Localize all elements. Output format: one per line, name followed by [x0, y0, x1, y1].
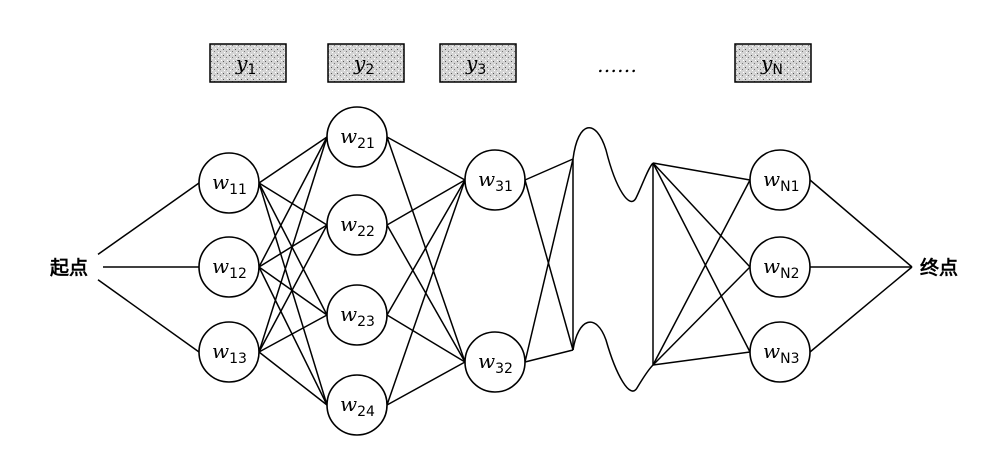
edge [258, 314, 328, 353]
node-wN1: wN1 [749, 149, 811, 211]
output-box-y3: y3 [439, 43, 517, 83]
node-circle [749, 321, 811, 383]
edge-break [524, 349, 574, 363]
node-label: w12 [212, 254, 247, 282]
node-label: w31 [478, 167, 513, 195]
node-circle [326, 284, 388, 346]
node-w23: w23 [326, 284, 388, 346]
edge [386, 361, 466, 406]
edge-break [524, 179, 574, 351]
edge [258, 266, 328, 316]
edge-break [652, 162, 751, 268]
edge [386, 314, 466, 363]
node-circle [464, 149, 526, 211]
edge-break [652, 266, 751, 366]
node-circle [326, 194, 388, 256]
edge-break [652, 351, 751, 366]
node-label: w24 [340, 392, 375, 420]
output-label: y2 [353, 51, 374, 78]
node-label: w32 [478, 349, 513, 377]
node-wN3: wN3 [749, 321, 811, 383]
node-label: w11 [212, 170, 247, 198]
edge-break [652, 162, 751, 353]
edge-start [97, 182, 200, 256]
edge [258, 351, 328, 406]
edge-break [524, 158, 574, 181]
edge [258, 182, 328, 406]
node-circle [198, 236, 260, 298]
output-label: y1 [235, 51, 256, 78]
node-label: w13 [212, 339, 247, 367]
ellipsis-label: …… [597, 53, 637, 77]
node-circle [198, 321, 260, 383]
output-box-y2: y2 [327, 43, 405, 83]
edge-start [97, 279, 200, 353]
output-label: y3 [465, 51, 486, 78]
node-label: w23 [340, 302, 375, 330]
edge [258, 136, 328, 184]
node-circle [198, 152, 260, 214]
node-circle [464, 331, 526, 393]
edge [258, 136, 328, 268]
edge [258, 182, 328, 316]
node-w31: w31 [464, 149, 526, 211]
output-label: yN [760, 51, 783, 78]
edge [258, 136, 328, 353]
edge-break [652, 179, 751, 366]
end-label: 终点 [920, 256, 958, 279]
edge-break [524, 158, 574, 363]
node-w22: w22 [326, 194, 388, 256]
node-label: wN2 [763, 254, 800, 282]
edge [386, 136, 466, 363]
start-label: 起点 [49, 257, 88, 279]
edge [386, 179, 466, 316]
node-circle [749, 149, 811, 211]
break-top-curve [572, 127, 654, 203]
node-circle [749, 236, 811, 298]
break-bottom-curve [572, 321, 654, 392]
node-w24: w24 [326, 374, 388, 436]
node-w13: w13 [198, 321, 260, 383]
node-w21: w21 [326, 106, 388, 168]
edge [386, 179, 466, 406]
edge [386, 136, 466, 181]
edge-break [652, 162, 751, 181]
node-w11: w11 [198, 152, 260, 214]
output-box-yN: yN [734, 43, 812, 83]
edge [258, 266, 328, 406]
node-label: wN3 [763, 339, 800, 367]
output-box-y1: y1 [209, 43, 287, 83]
edge-end [809, 266, 913, 353]
node-circle [326, 106, 388, 168]
edge [258, 224, 328, 353]
node-wN2: wN2 [749, 236, 811, 298]
node-label: wN1 [763, 167, 800, 195]
edges [97, 136, 913, 406]
node-label: w21 [340, 124, 375, 152]
node-circle [326, 374, 388, 436]
edge [258, 182, 328, 226]
node-w12: w12 [198, 236, 260, 298]
edge-end [809, 179, 913, 268]
node-w32: w32 [464, 331, 526, 393]
edge [386, 179, 466, 226]
node-label: w22 [340, 212, 375, 240]
